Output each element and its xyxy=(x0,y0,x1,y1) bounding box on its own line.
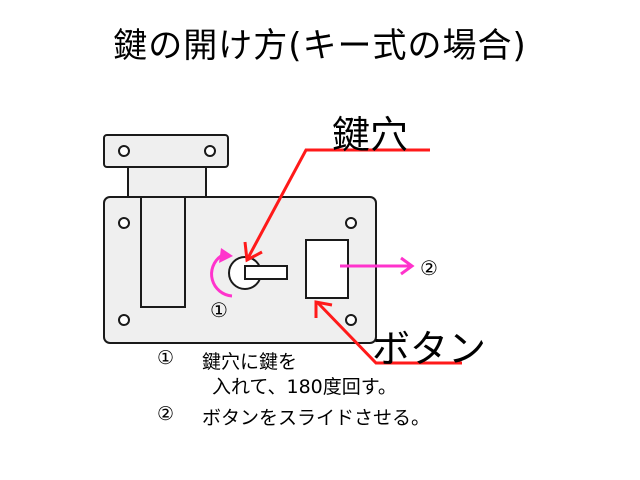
bracket-neck xyxy=(127,166,207,198)
screw-icon xyxy=(204,145,216,157)
step-2-number: ② xyxy=(157,403,175,425)
lock-rod xyxy=(140,196,186,308)
marker-2: ② xyxy=(420,256,438,280)
rotate-arrow-icon xyxy=(210,254,233,298)
slide-arrowhead-icon xyxy=(400,256,415,276)
screw-icon xyxy=(118,145,130,157)
screw-icon xyxy=(345,217,357,229)
rotate-arrowhead-icon xyxy=(219,248,233,263)
marker-1: ① xyxy=(210,298,228,322)
button-label: ボタン xyxy=(372,327,487,371)
screw-icon xyxy=(118,314,130,326)
keyhole-label: 鍵穴 xyxy=(332,113,409,157)
page-title: 鍵の開け方(キー式の場合) xyxy=(113,26,527,66)
screw-icon xyxy=(118,217,130,229)
button-pointer-arrow xyxy=(316,301,462,365)
button-arrowhead-icon xyxy=(314,300,333,318)
keyhole-arrowhead-icon xyxy=(243,241,263,263)
step-1-number: ① xyxy=(157,347,175,369)
step-1-text-line1: 鍵穴に鍵を xyxy=(202,351,298,373)
step-1-text-line2: 入れて、180度回す。 xyxy=(212,376,397,398)
step-2-text: ボタンをスライドさせる。 xyxy=(202,407,431,429)
keyhole-pointer-arrow xyxy=(246,148,430,259)
keyhole-slot xyxy=(244,265,288,280)
slide-button xyxy=(305,239,349,299)
screw-icon xyxy=(345,314,357,326)
